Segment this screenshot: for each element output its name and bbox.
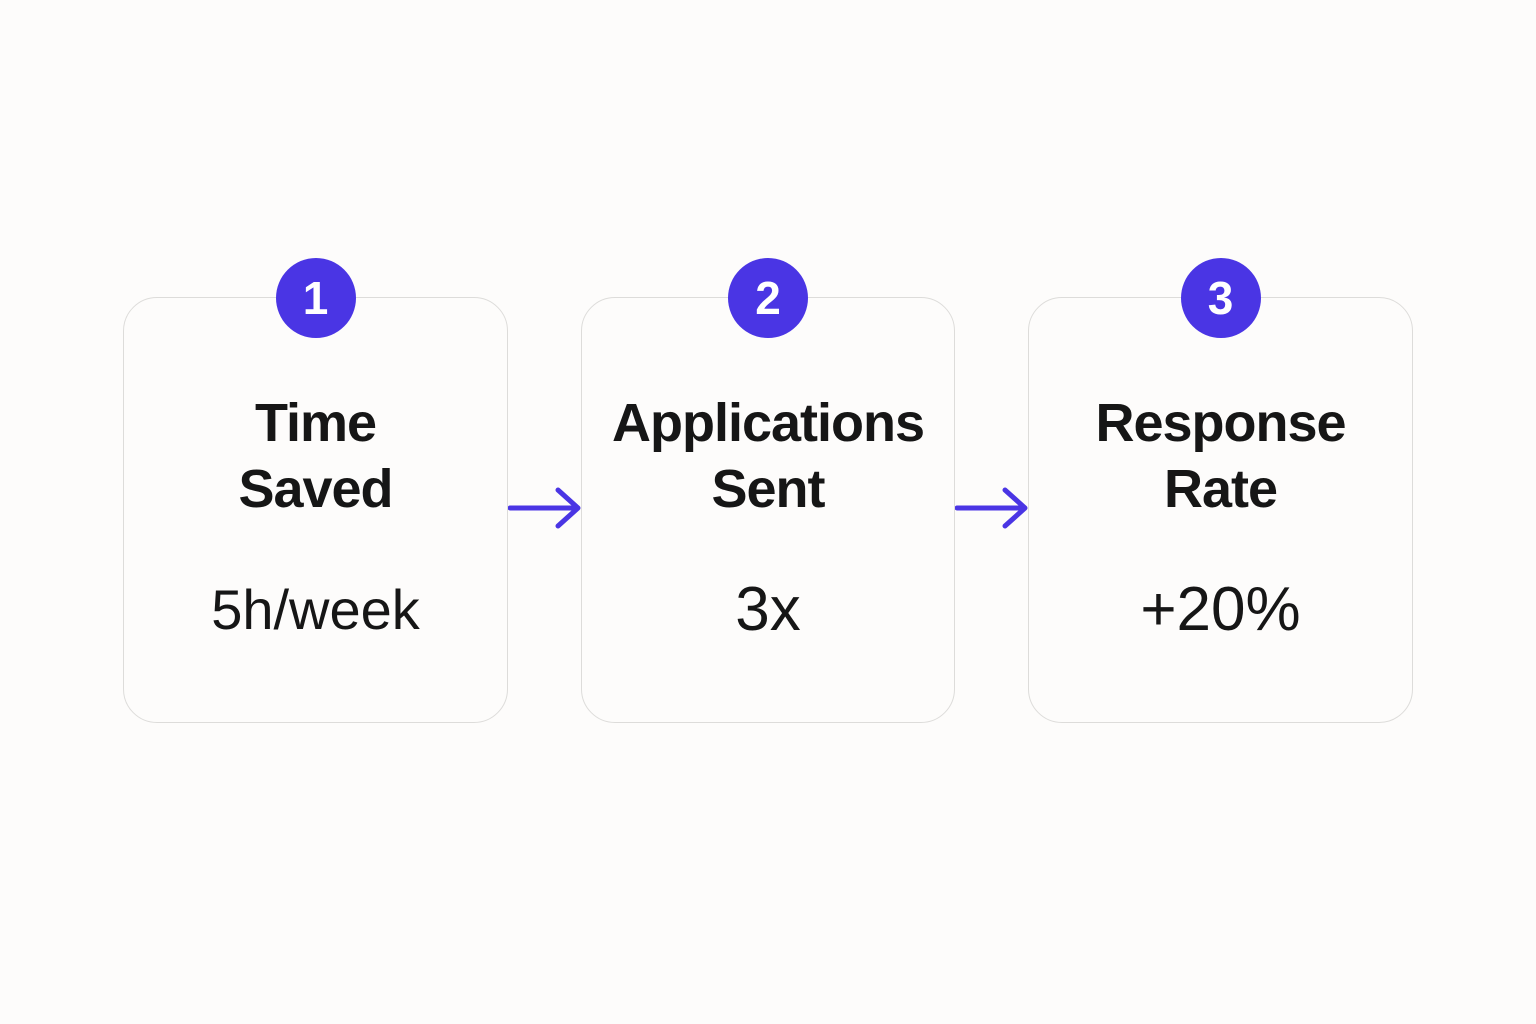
step-title: Time Saved: [124, 390, 507, 522]
step-title-line: Time: [254, 393, 377, 453]
step-card-applications-sent: 2 Applications Sent 3x: [581, 258, 955, 723]
step-title-line: Sent: [711, 459, 825, 519]
step-title: Response Rate: [1029, 390, 1412, 522]
step-title-line: Applications: [611, 393, 925, 453]
step-number-badge: 1: [275, 258, 356, 338]
step-title-line: Response: [1095, 393, 1346, 453]
step-title-line: Rate: [1163, 459, 1278, 519]
step-title-line: Saved: [238, 459, 393, 519]
arrow-right-icon: [508, 487, 581, 529]
step-card-response-rate: 3 Response Rate +20%: [1028, 258, 1413, 723]
step-metric-value: +20%: [1140, 575, 1301, 644]
step-number-badge: 3: [1180, 258, 1261, 338]
step-metric-value: 5h/week: [211, 578, 420, 641]
step-metric-value: 3x: [735, 575, 801, 644]
step-number-badge: 2: [728, 258, 808, 338]
arrow-right-icon: [955, 487, 1028, 529]
step-card-time-saved: 1 Time Saved 5h/week: [123, 258, 508, 723]
step-title: Applications Sent: [582, 390, 954, 522]
